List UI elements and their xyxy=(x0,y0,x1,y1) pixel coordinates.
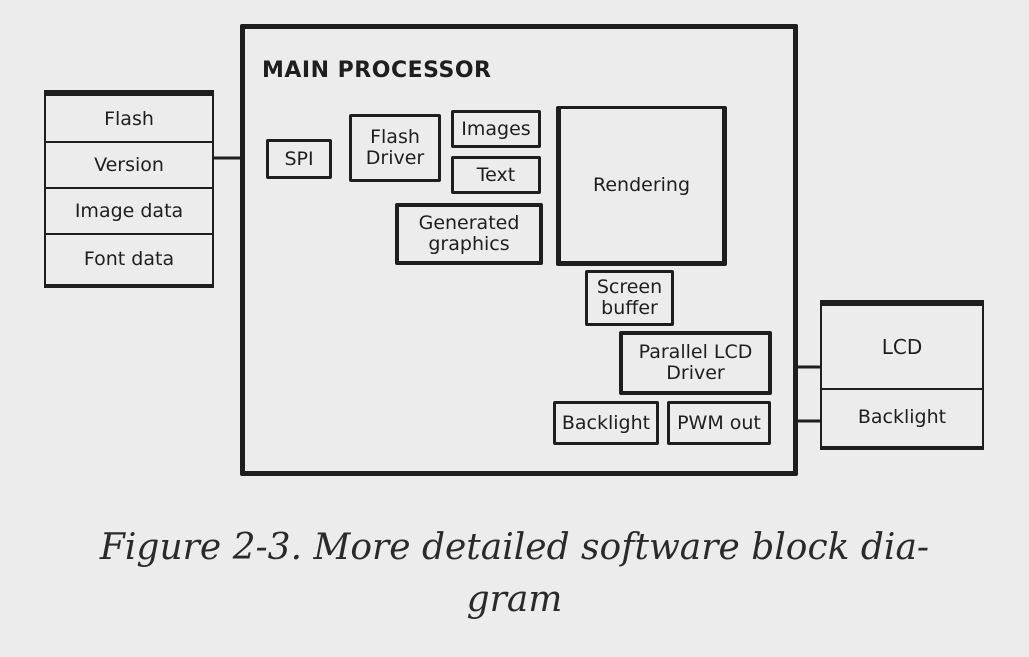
image-data-row: Image data xyxy=(46,189,212,235)
pwm-out-block: PWM out xyxy=(667,401,771,445)
lcd-row: LCD xyxy=(822,306,982,390)
version-row: Version xyxy=(46,143,212,189)
software-block-diagram: MAIN PROCESSOR SPI Flash Driver Images T… xyxy=(44,24,984,476)
flash-row: Flash xyxy=(46,96,212,143)
text-block: Text xyxy=(451,156,541,194)
parallel-lcd-driver-block: Parallel LCD Driver xyxy=(619,331,772,395)
display-backlight-row: Backlight xyxy=(857,406,947,428)
backlight-block: Backlight xyxy=(553,401,659,445)
images-block: Images xyxy=(451,110,541,148)
figure-caption-text: Figure 2-3. More detailed software block… xyxy=(99,527,930,620)
main-processor-title: MAIN PROCESSOR xyxy=(262,58,492,83)
flash-memory-stack: Flash Version Image data Font data xyxy=(44,90,214,288)
spi-block: SPI xyxy=(266,139,332,179)
screen-buffer-block: Screen buffer xyxy=(585,270,674,326)
flash-driver-block: Flash Driver xyxy=(349,114,441,182)
rendering-block: Rendering xyxy=(556,106,727,266)
display-stack: LCD Backlight xyxy=(820,300,984,450)
generated-graphics-block: Generated graphics xyxy=(395,203,543,265)
font-data-row: Font data xyxy=(83,247,175,270)
figure-caption: Figure 2-3. More detailed software block… xyxy=(40,522,989,626)
